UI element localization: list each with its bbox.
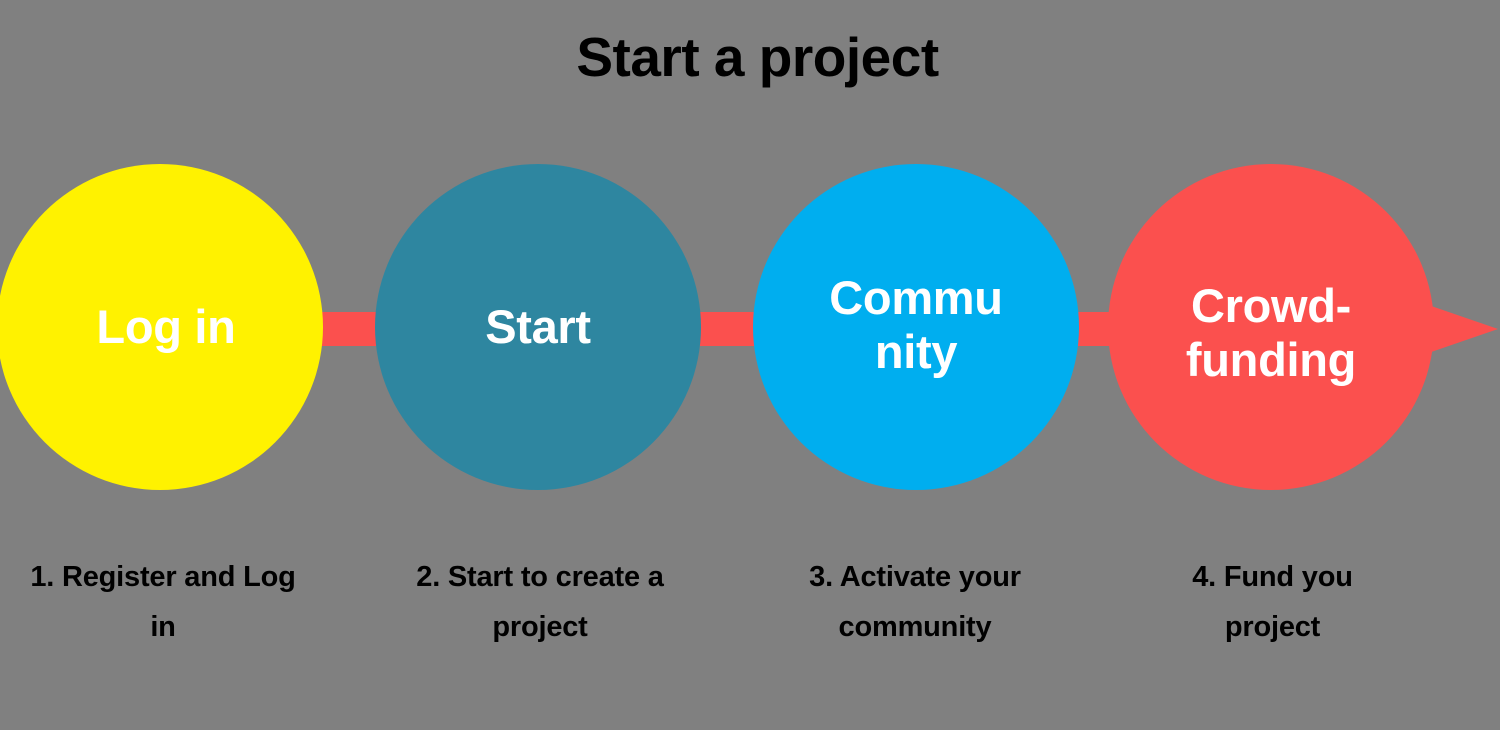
step-caption-2: 2. Start to create a project (416, 561, 664, 643)
step-circle-2[interactable]: Start (375, 164, 701, 490)
step-circle-3[interactable]: Commu nity (753, 164, 1079, 490)
step-caption-1: 1. Register and Log in (30, 561, 296, 643)
step-circle-label-1: Log in (96, 299, 236, 353)
step-circle-label-2: Start (485, 299, 591, 353)
step-circle-label-3: Commu nity (829, 270, 1003, 378)
step-caption-3: 3. Activate your community (809, 561, 1021, 643)
page-title: Start a project (576, 26, 939, 88)
step-circle-1[interactable]: Log in (0, 164, 323, 490)
step-circle-label-4: Crowd- funding (1185, 278, 1357, 386)
step-circle-4[interactable]: Crowd- funding (1108, 164, 1434, 490)
step-caption-4: 4. Fund you project (1192, 561, 1353, 643)
